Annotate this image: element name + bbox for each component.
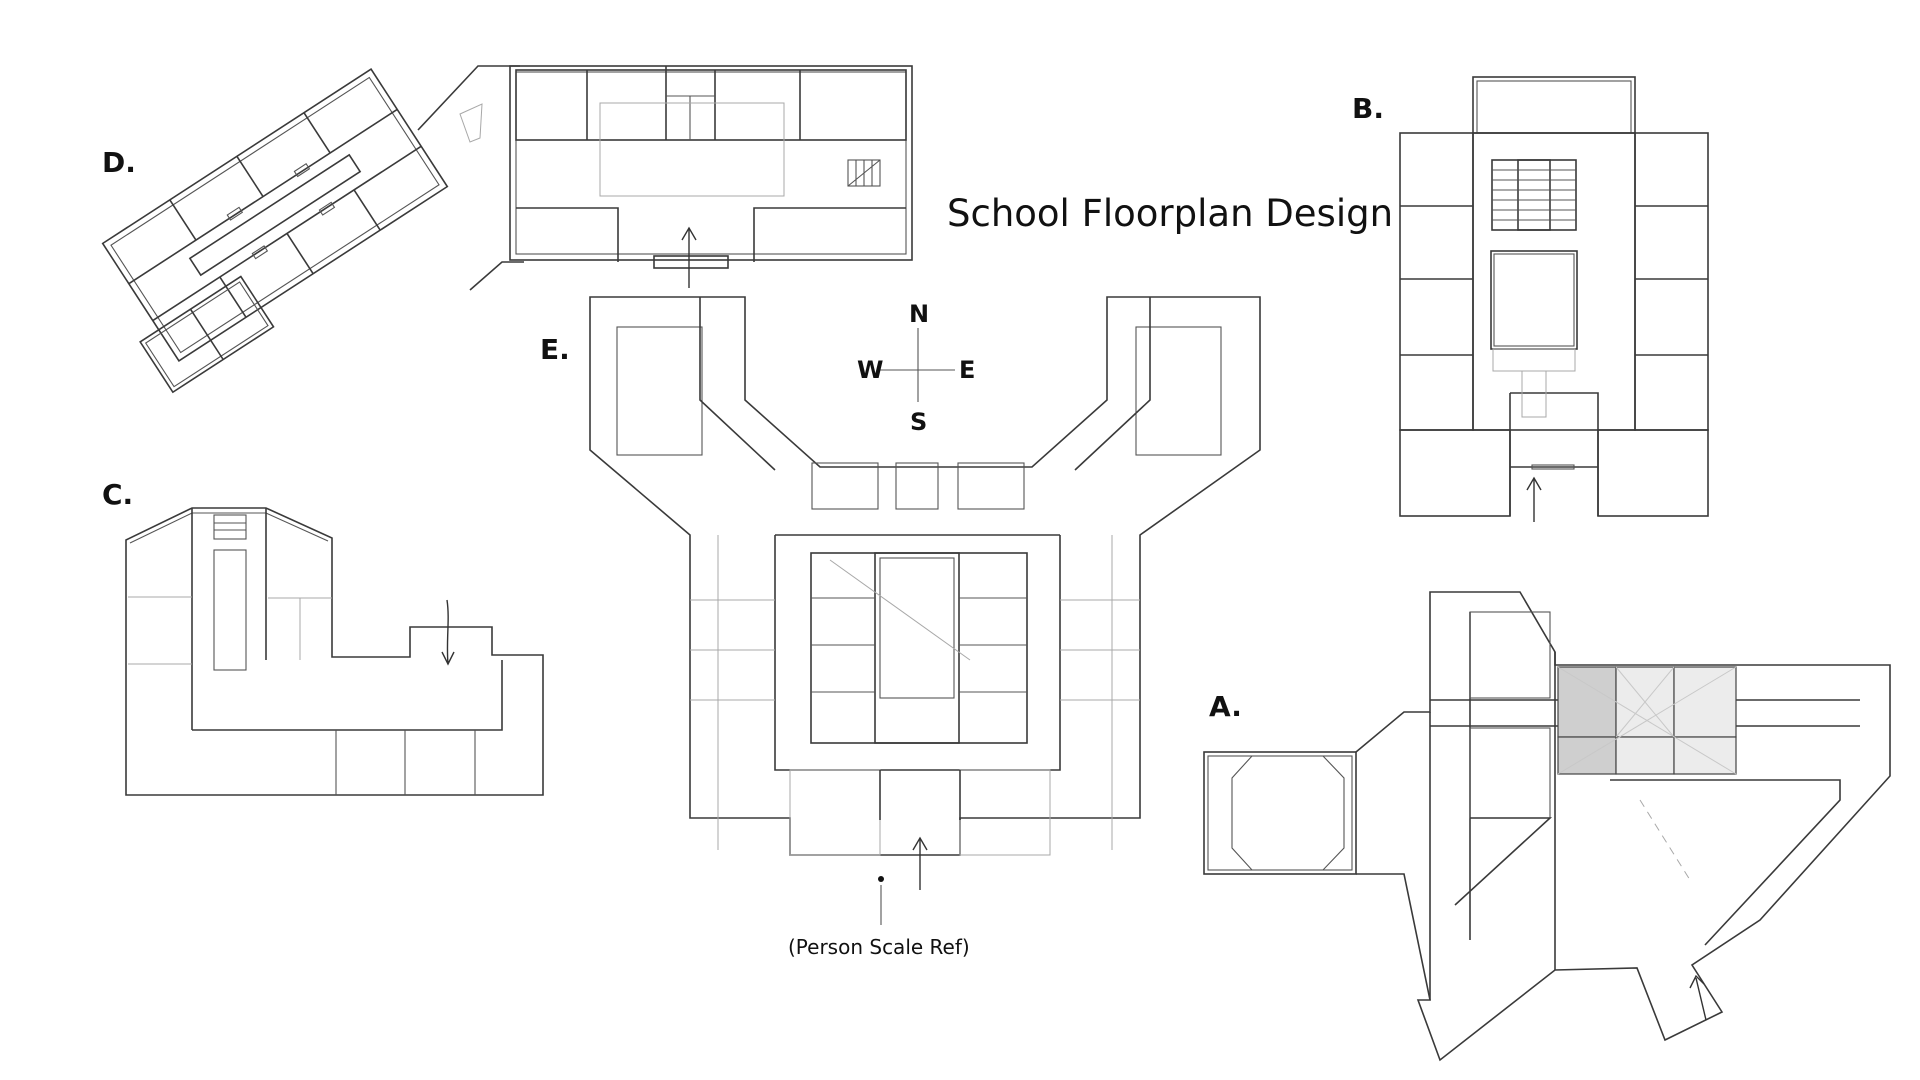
compass-east: E bbox=[959, 356, 976, 384]
plan-label-d: D. bbox=[102, 146, 136, 179]
plan-a-drawing bbox=[1203, 591, 1891, 1062]
person-scale-caption: (Person Scale Ref) bbox=[788, 935, 970, 959]
plan-label-a: A. bbox=[1209, 690, 1242, 723]
page-title: School Floorplan Design bbox=[947, 192, 1394, 235]
plan-d-drawing bbox=[101, 65, 913, 394]
plan-label-c: C. bbox=[102, 478, 134, 511]
plan-label-e: E. bbox=[540, 333, 570, 366]
compass-south: S bbox=[910, 408, 928, 436]
person-scale-dot bbox=[878, 876, 884, 882]
compass-north: N bbox=[909, 300, 930, 328]
shaded-room bbox=[1557, 666, 1617, 738]
plan-b-drawing bbox=[1399, 76, 1709, 522]
plan-e-drawing bbox=[589, 296, 1261, 925]
compass-rose bbox=[879, 328, 955, 402]
plan-label-b: B. bbox=[1352, 92, 1384, 125]
plan-c-drawing bbox=[125, 507, 544, 796]
compass-west: W bbox=[857, 356, 884, 384]
